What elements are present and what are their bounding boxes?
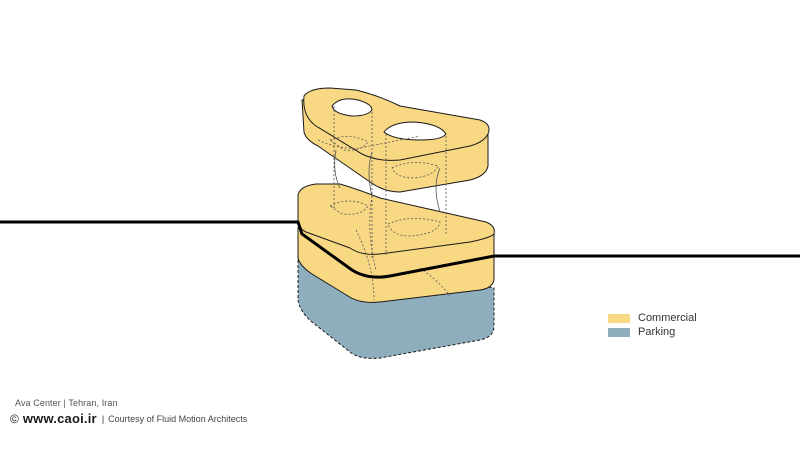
- credit-separator: |: [101, 413, 105, 424]
- hidden-lines: [317, 106, 451, 301]
- legend: Commercial Parking: [608, 311, 697, 339]
- legend-swatch-parking: [608, 327, 630, 337]
- legend-item-parking: Parking: [608, 325, 697, 339]
- legend-item-commercial: Commercial: [608, 311, 697, 325]
- courtesy-text: Courtesy of Fluid Motion Architects: [108, 413, 248, 424]
- ground-line: [0, 220, 800, 279]
- upper-opening-left: [331, 98, 373, 117]
- upper-opening-right: [383, 121, 447, 141]
- project-caption: Ava Center | Tehran, Iran: [15, 398, 118, 408]
- site-link[interactable]: www.caoi.ir: [22, 411, 97, 426]
- legend-label-commercial: Commercial: [638, 312, 697, 324]
- copyright-icon: ©: [10, 411, 19, 426]
- caption-separator: |: [63, 398, 66, 408]
- cores: [334, 149, 441, 213]
- credit-line: © www.caoi.ir | Courtesy of Fluid Motion…: [10, 411, 247, 426]
- lower-commercial-top: [297, 183, 495, 255]
- legend-swatch-commercial: [608, 313, 630, 323]
- project-name: Ava Center: [15, 398, 61, 408]
- project-location: Tehran, Iran: [68, 398, 118, 408]
- legend-label-parking: Parking: [638, 326, 676, 338]
